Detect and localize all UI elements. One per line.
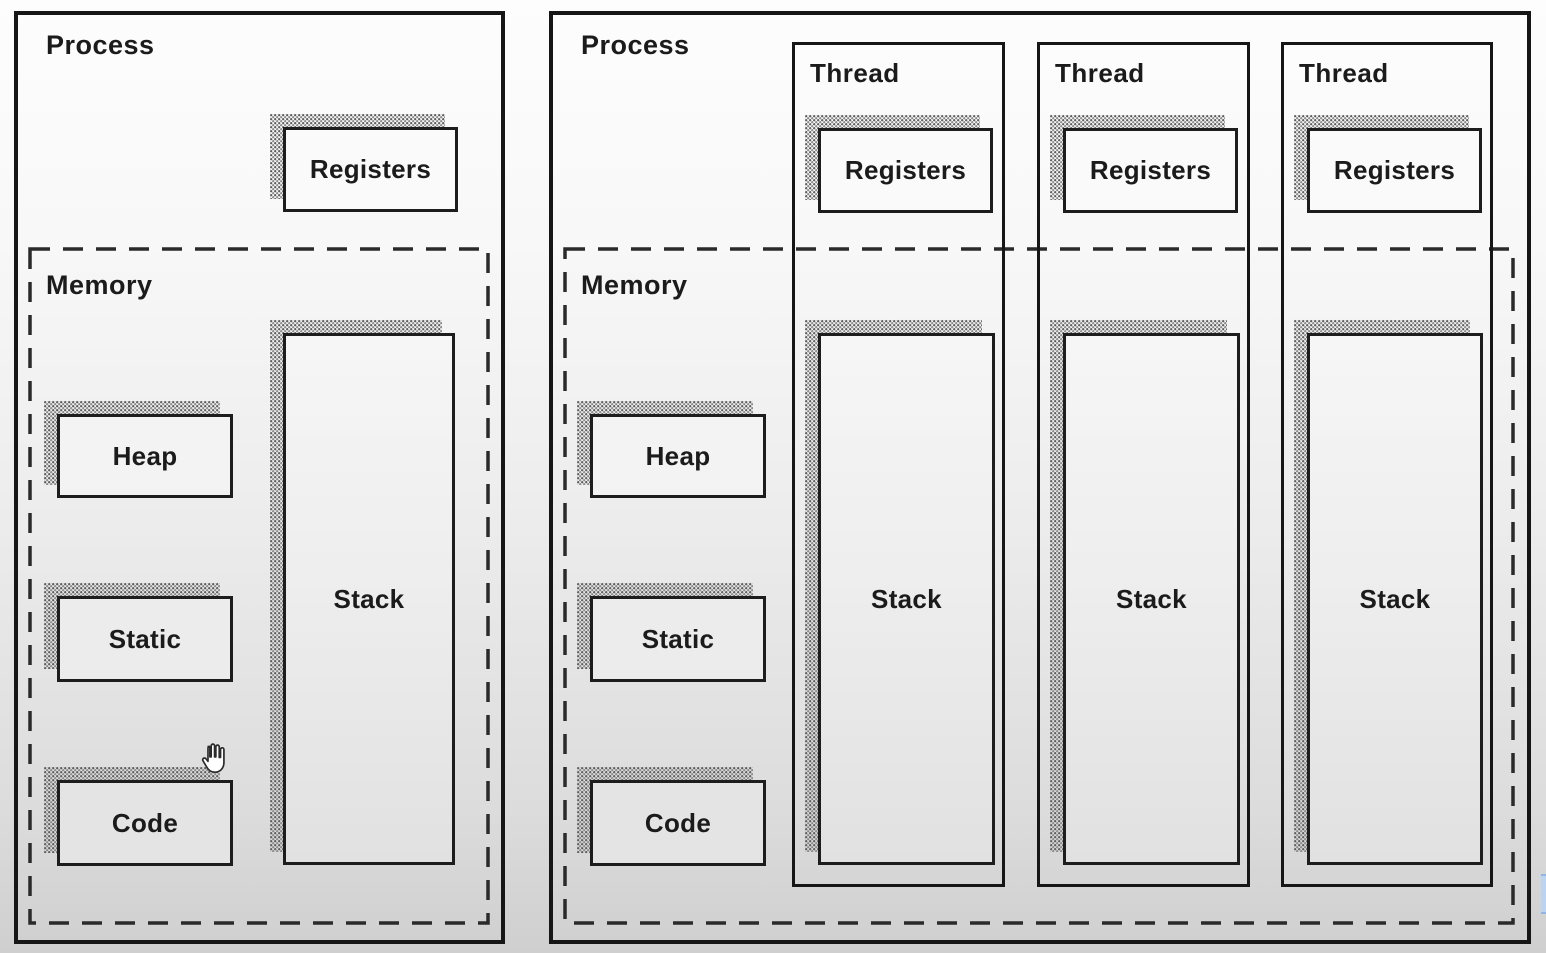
thread-2-registers-label: Registers [1089, 155, 1212, 185]
thread-1-stack-box: Stack [805, 320, 995, 865]
left-registers-label: Registers [309, 154, 432, 184]
open-hand-cursor-icon [198, 740, 232, 778]
left-code-box: Code [44, 767, 233, 866]
left-stack-box: Stack [270, 320, 455, 865]
thread-1-title: Thread [810, 58, 900, 88]
left-static-box: Static [44, 583, 233, 682]
left-static-label: Static [108, 623, 182, 654]
thread-2-title: Thread [1055, 58, 1145, 88]
left-process-title: Process [46, 30, 155, 60]
right-process-title: Process [581, 30, 690, 60]
thread-1-stack-label: Stack [871, 583, 942, 614]
thread-1-box [792, 42, 1005, 887]
left-registers-box: Registers [270, 114, 458, 212]
left-code-label: Code [111, 807, 179, 838]
right-code-box: Code [577, 767, 766, 866]
thread-3-registers-label: Registers [1333, 155, 1456, 185]
left-heap-box: Heap [44, 401, 233, 498]
right-heap-label: Heap [645, 440, 711, 471]
thread-2-registers-box: Registers [1050, 115, 1238, 213]
screen-edge-artifact [1541, 874, 1546, 914]
left-memory-title: Memory [46, 270, 153, 300]
right-memory-title: Memory [581, 270, 688, 300]
left-stack-label: Stack [333, 583, 405, 614]
single-thread-process-box [14, 11, 505, 944]
left-memory-dashed-box [28, 247, 490, 930]
thread-2-stack-box: Stack [1050, 320, 1240, 865]
thread-1-registers-label: Registers [844, 155, 967, 185]
thread-3-stack-label: Stack [1359, 583, 1431, 614]
thread-3-registers-box: Registers [1294, 115, 1482, 213]
thread-2-box [1037, 42, 1250, 887]
thread-2-stack-label: Stack [1116, 583, 1187, 614]
thread-1-registers-box: Registers [805, 115, 993, 213]
thread-3-stack-box: Stack [1294, 320, 1483, 865]
right-code-label: Code [644, 807, 712, 838]
right-static-label: Static [641, 623, 715, 654]
thread-3-title: Thread [1299, 58, 1389, 88]
left-heap-label: Heap [112, 440, 178, 471]
multi-thread-process-box [549, 11, 1531, 944]
thread-3-box [1281, 42, 1493, 887]
right-heap-box: Heap [577, 401, 766, 498]
right-static-box: Static [577, 583, 766, 682]
